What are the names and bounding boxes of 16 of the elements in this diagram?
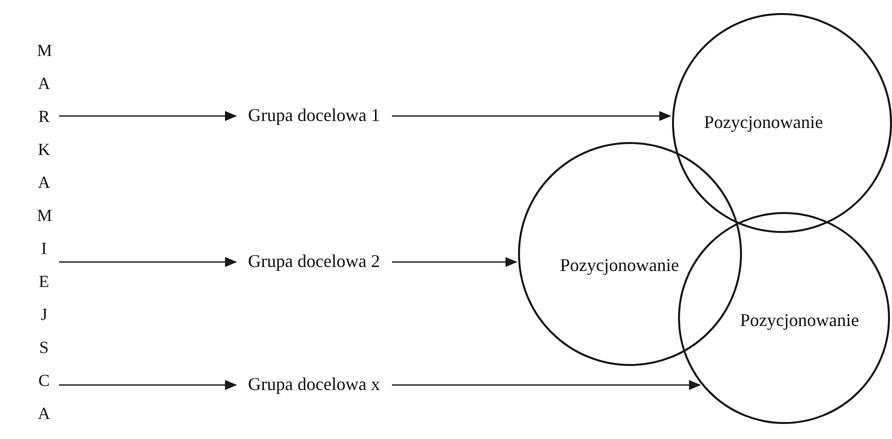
node-label: Pozycjonowanie [560,254,679,276]
arrow [59,380,237,390]
circle-node [672,13,892,233]
node-label: Pozycjonowanie [740,309,859,331]
arrow [392,257,518,267]
arrow [392,111,672,121]
arrow [59,257,237,267]
vertical-label: MARKA MIEJSCA [37,34,51,430]
circle-node [518,142,742,366]
circle-node [678,212,890,424]
node-label: Pozycjonowanie [704,111,823,133]
arrow [59,111,237,121]
group-label: Grupa docelowa 2 [248,250,380,272]
arrow [392,380,701,390]
group-label: Grupa docelowa 1 [248,104,380,126]
group-label: Grupa docelowa x [248,373,380,395]
